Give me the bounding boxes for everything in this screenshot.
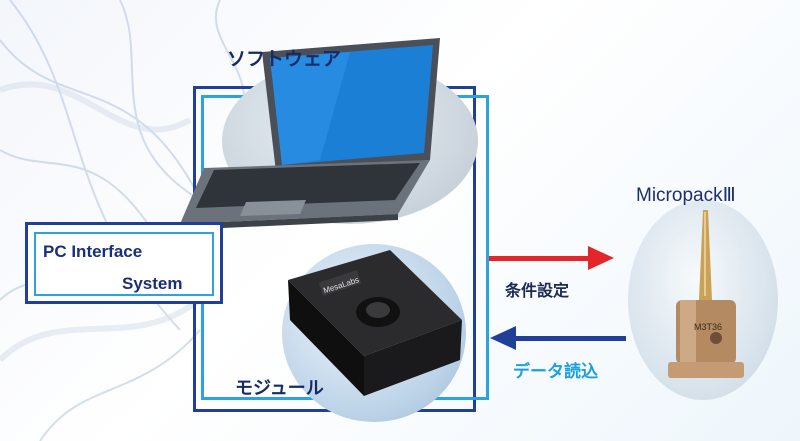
micropack-label: MicropackⅢ <box>636 184 736 207</box>
condition-settings-label: 条件設定 <box>505 277 569 301</box>
settings-arrow <box>489 246 614 270</box>
data-readout-label: データ読込 <box>513 357 598 382</box>
software-label: ソフトウェア <box>227 44 341 71</box>
data-readout-arrow <box>490 326 626 350</box>
module-label: モジュール <box>235 374 324 400</box>
